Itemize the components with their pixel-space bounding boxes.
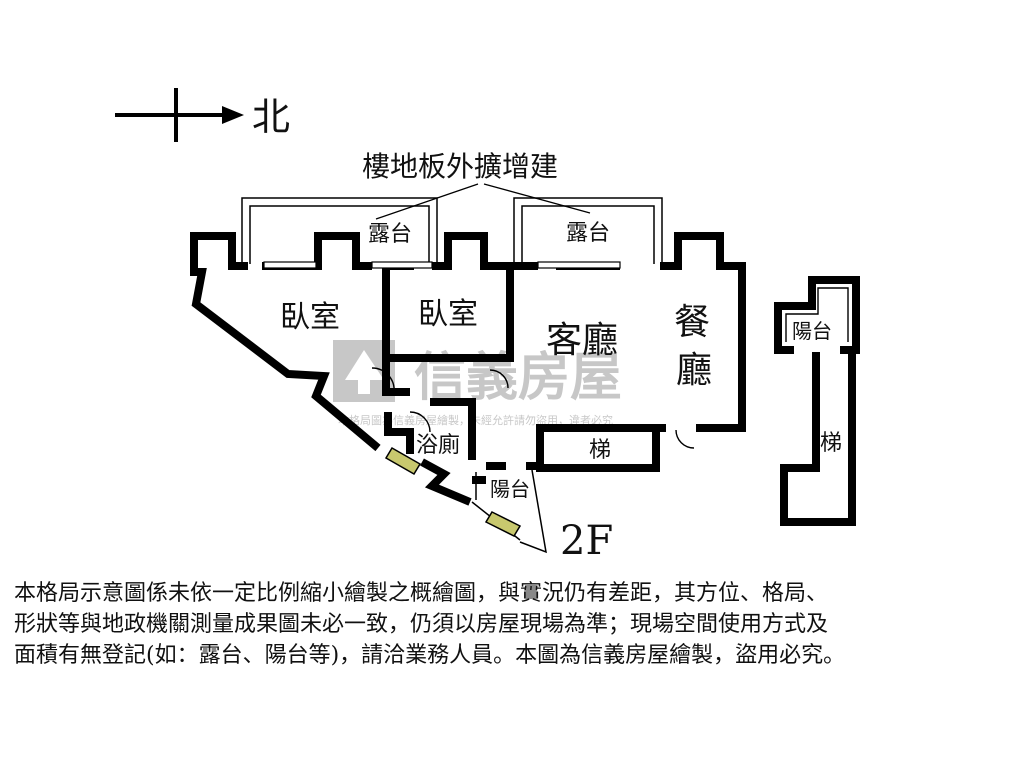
north-arrow: 北 [115,88,290,142]
balcony-center-label: 陽台 [490,477,530,501]
living-room-label: 客廳 [546,320,618,361]
dining-label-top: 餐 [674,302,710,343]
terrace-outlines [241,197,663,264]
terrace-left-label: 露台 [368,222,412,247]
window-strips [263,261,621,269]
north-label: 北 [252,95,290,139]
disclaimer-line: 本格局示意圖係未依一定比例縮小繪製之概繪圖，與實況仍有差距，其方位、格局、 [14,581,829,606]
disclaimer-text: 本格局示意圖係未依一定比例縮小繪製之概繪圖，與實況仍有差距，其方位、格局、 形狀… [14,578,1014,671]
stairs-right-label: 梯 [820,431,842,456]
disclaimer-line: 面積有無登記(如：露台、陽台等)，請洽業務人員。本圖為信義房屋繪製，盜用必究。 [14,643,846,668]
stair-tower [774,276,860,526]
annotation-leaders [375,183,591,220]
door-swings [371,367,695,449]
yellow-windows [384,446,522,537]
bedroom-1-label: 臥室 [280,300,340,335]
balcony-right-label: 陽台 [792,319,832,343]
bathroom-label: 浴廁 [416,433,460,458]
dining-label-bottom: 廳 [676,350,712,391]
extension-note: 樓地板外擴增建 [362,150,558,183]
floor-label: 2F [560,518,613,564]
disclaimer-line: 形狀等與地政機關測量成果圖未必一致，仍須以房屋現場為準；現場空間使用方式及 [14,612,829,637]
terrace-right-label: 露台 [566,221,610,246]
bedroom-2-label: 臥室 [418,297,478,332]
stair-tower-inner [785,287,849,342]
stairs-center-label: 梯 [589,438,611,463]
